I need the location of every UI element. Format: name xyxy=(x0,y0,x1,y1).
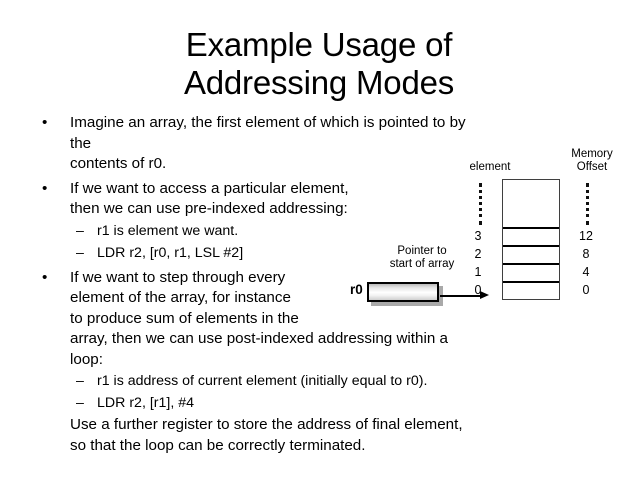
sub-bullet-text: LDR r2, [r0, r1, LSL #2] xyxy=(97,244,244,261)
bullet-text: If we want to step through every element… xyxy=(70,268,448,368)
ellipsis-dots-offset-icon xyxy=(586,183,592,225)
element-column-header: element xyxy=(469,161,511,173)
arrow-shaft xyxy=(440,294,482,297)
closing-paragraph: Use a further register to store the addr… xyxy=(0,415,470,456)
bullet-item: • Imagine an array, the first element of… xyxy=(0,113,470,175)
sub-bullet-text: LDR r2, [r1], #4 xyxy=(97,395,194,411)
sub-bullet-item: – r1 is address of current element (init… xyxy=(0,371,470,392)
bullet-item: • If we want to access a particular elem… xyxy=(0,179,470,220)
register-name-label: r0 xyxy=(350,282,363,297)
sub-bullet-item: – LDR r2, [r0, r1, LSL #2] xyxy=(0,243,470,264)
element-index-label: 3 xyxy=(474,229,482,243)
sub-bullet-marker: – xyxy=(76,222,84,239)
sub-bullet-marker: – xyxy=(76,244,84,261)
bullet-marker: • xyxy=(42,268,48,286)
title-line-1: Example Usage of xyxy=(185,26,453,63)
element-index-label: 2 xyxy=(474,247,482,261)
title-line-2: Addressing Modes xyxy=(183,64,455,101)
sub-bullet-marker: – xyxy=(76,395,84,411)
memory-cell-column xyxy=(502,179,560,300)
pointer-arrow-icon xyxy=(440,291,490,300)
bullet-marker: • xyxy=(42,114,48,131)
ellipsis-dots-element-icon xyxy=(479,183,485,225)
memory-offset-label: 0 xyxy=(582,283,590,297)
element-index-label: 0 xyxy=(474,283,482,297)
memory-offset-label: 4 xyxy=(582,265,590,279)
sub-bullet-text: r1 is address of current element (initia… xyxy=(97,373,428,389)
memory-array-diagram: element Memory Offset 3 2 1 0 12 8 4 0 P… xyxy=(330,145,638,315)
page-title: Example Usage of Addressing Modes xyxy=(0,26,638,102)
register-value-box xyxy=(367,282,439,302)
memory-offset-column-header: Memory Offset xyxy=(571,148,613,173)
sub-bullet-marker: – xyxy=(76,373,84,389)
memory-offset-label: 8 xyxy=(582,247,590,261)
memory-cell xyxy=(503,281,559,299)
bullet-text: Imagine an array, the first element of w… xyxy=(70,114,466,172)
sub-bullet-text: r1 is element we want. xyxy=(97,222,239,239)
memory-cell xyxy=(503,245,559,263)
memory-cell xyxy=(503,263,559,281)
body-content: • Imagine an array, the first element of… xyxy=(0,113,470,456)
r0-register-group: Pointer to start of array r0 xyxy=(350,245,520,306)
sub-bullet-item: – r1 is element we want. xyxy=(0,221,470,242)
bullet-item: • If we want to step through every eleme… xyxy=(0,268,470,371)
memory-cell xyxy=(503,227,559,245)
sub-bullet-item: – LDR r2, [r1], #4 xyxy=(0,393,470,414)
memory-cell-upper xyxy=(503,180,559,227)
bullet-marker: • xyxy=(42,179,48,197)
arrow-head xyxy=(480,291,489,299)
bullet-text: If we want to access a particular elemen… xyxy=(70,179,349,218)
closing-paragraph-text: Use a further register to store the addr… xyxy=(70,416,463,454)
pointer-caption: Pointer to start of array xyxy=(389,245,455,270)
element-index-label: 1 xyxy=(474,265,482,279)
memory-offset-label: 12 xyxy=(579,229,593,243)
